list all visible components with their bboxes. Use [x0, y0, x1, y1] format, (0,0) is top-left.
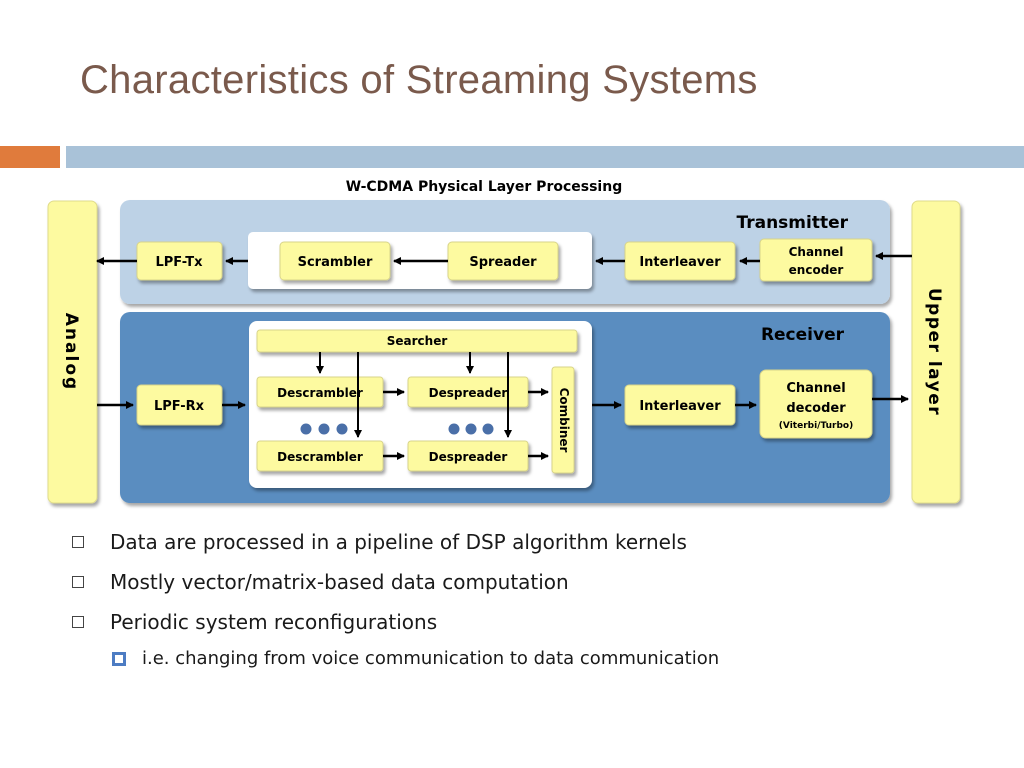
scrambler-block: [279, 241, 391, 281]
upper-layer-panel: [911, 200, 961, 504]
bullet-text: Data are processed in a pipeline of DSP …: [110, 530, 687, 554]
receiver-heading: Receiver: [761, 325, 845, 345]
bullet-item: Periodic system reconfigurations: [68, 610, 1008, 634]
searcher-block: [256, 329, 578, 353]
descrambler-label-1: Descrambler: [277, 386, 363, 400]
lpf-rx-label: LPF-Rx: [154, 399, 205, 414]
diagram-caption: W-CDMA Physical Layer Processing: [346, 179, 622, 195]
upper-layer-label: Upper layer: [924, 288, 944, 416]
transmitter-heading: Transmitter: [736, 213, 848, 233]
wcdma-diagram: W-CDMA Physical Layer Processing Analog …: [47, 179, 961, 504]
lpf-tx-label: LPF-Tx: [155, 255, 203, 270]
analog-label: Analog: [61, 313, 81, 391]
transmitter-arrows: [96, 252, 912, 265]
bullet-item: Mostly vector/matrix-based data computat…: [68, 570, 1008, 594]
despreader-label-2: Despreader: [429, 450, 508, 464]
receiver-arrows: [97, 388, 909, 460]
descrambler-label-2: Descrambler: [277, 450, 363, 464]
combiner-label: Combiner: [557, 388, 571, 453]
searcher-arrows: [316, 352, 512, 438]
channel-encoder-line2: encoder: [789, 263, 844, 277]
channel-decoder-block: [759, 369, 873, 439]
finger-ellipsis-dots: [300, 423, 494, 435]
analog-panel: [47, 200, 98, 504]
channel-decoder-line2: decoder: [786, 401, 846, 416]
bullet-item: Data are processed in a pipeline of DSP …: [68, 530, 1008, 554]
channel-decoder-line1: Channel: [786, 381, 845, 396]
accent-bar-blue: [66, 146, 1024, 168]
scrambler-label: Scrambler: [298, 255, 373, 270]
rx-interleaver-label: Interleaver: [639, 399, 721, 414]
bullet-list: Data are processed in a pipeline of DSP …: [68, 530, 1008, 669]
blue-square-bullet-icon: [112, 651, 126, 666]
sub-bullet-item: i.e. changing from voice communication t…: [112, 648, 1008, 669]
channel-encoder-line1: Channel: [789, 245, 844, 259]
slide-title: Characteristics of Streaming Systems: [80, 58, 758, 102]
square-bullet-icon: [72, 616, 84, 628]
combiner-block: [551, 366, 575, 474]
spreader-label: Spreader: [469, 255, 537, 270]
accent-bar-orange: [0, 146, 60, 168]
square-bullet-icon: [72, 536, 84, 548]
despreader-label-1: Despreader: [429, 386, 508, 400]
bullet-text: Periodic system reconfigurations: [110, 610, 438, 634]
sub-bullet-text: i.e. changing from voice communication t…: [142, 648, 720, 669]
channel-decoder-note: (Viterbi/Turbo): [779, 421, 853, 431]
tx-interleaver-label: Interleaver: [639, 255, 721, 270]
searcher-label: Searcher: [387, 334, 448, 348]
square-bullet-icon: [72, 576, 84, 588]
bullet-text: Mostly vector/matrix-based data computat…: [110, 570, 569, 594]
